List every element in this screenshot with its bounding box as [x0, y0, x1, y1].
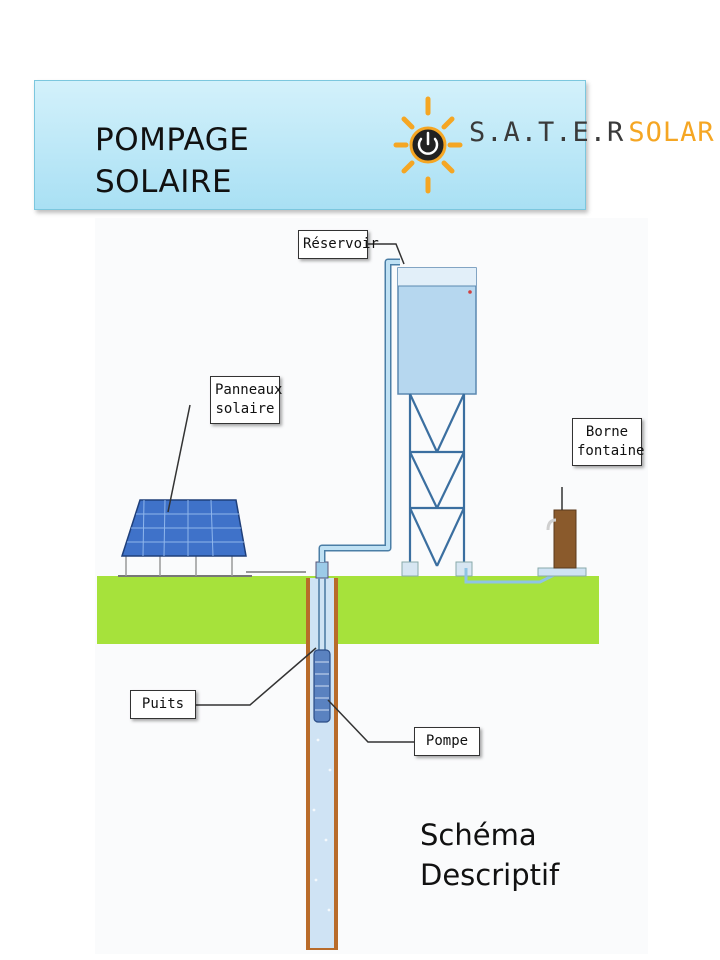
label-pump-text: Pompe	[425, 733, 469, 749]
caption-line-2: Descriptif	[420, 858, 560, 892]
fountain-pipe	[464, 568, 557, 584]
label-pump: Pompe	[414, 727, 480, 756]
title-line-1: POMPAGE	[95, 122, 250, 158]
title-line-2: SOLAIRE	[95, 164, 233, 200]
label-well-text: Puits	[141, 696, 185, 712]
label-reservoir: Réservoir	[298, 230, 379, 259]
label-fountain-line-1: Borne	[585, 424, 629, 440]
label-reservoir-text: Réservoir	[303, 236, 379, 252]
brand-accent: SOLAR	[628, 117, 715, 148]
label-well: Puits	[130, 690, 196, 719]
brand-name: S.A.T.E.R	[469, 117, 625, 148]
solar-panel-array	[118, 499, 306, 577]
leader-lines	[167, 243, 563, 743]
label-fountain: Borne fontaine	[572, 418, 645, 466]
label-solar-panels: Panneaux solaire	[210, 376, 283, 424]
label-fountain-line-2: fontaine	[577, 443, 645, 459]
well	[306, 561, 338, 950]
ground	[97, 576, 599, 644]
label-panels-line-1: Panneaux	[215, 382, 283, 398]
page-title: POMPAGE SOLAIRE	[95, 119, 355, 203]
sun-power-icon	[393, 96, 463, 194]
label-panels-line-2: solaire	[215, 401, 275, 417]
caption-line-1: Schéma	[420, 818, 537, 852]
diagram-caption: Schéma Descriptif	[420, 815, 559, 895]
fountain	[537, 509, 587, 577]
water-tower	[397, 267, 477, 577]
pump	[313, 649, 331, 723]
supply-pipe	[318, 258, 400, 562]
